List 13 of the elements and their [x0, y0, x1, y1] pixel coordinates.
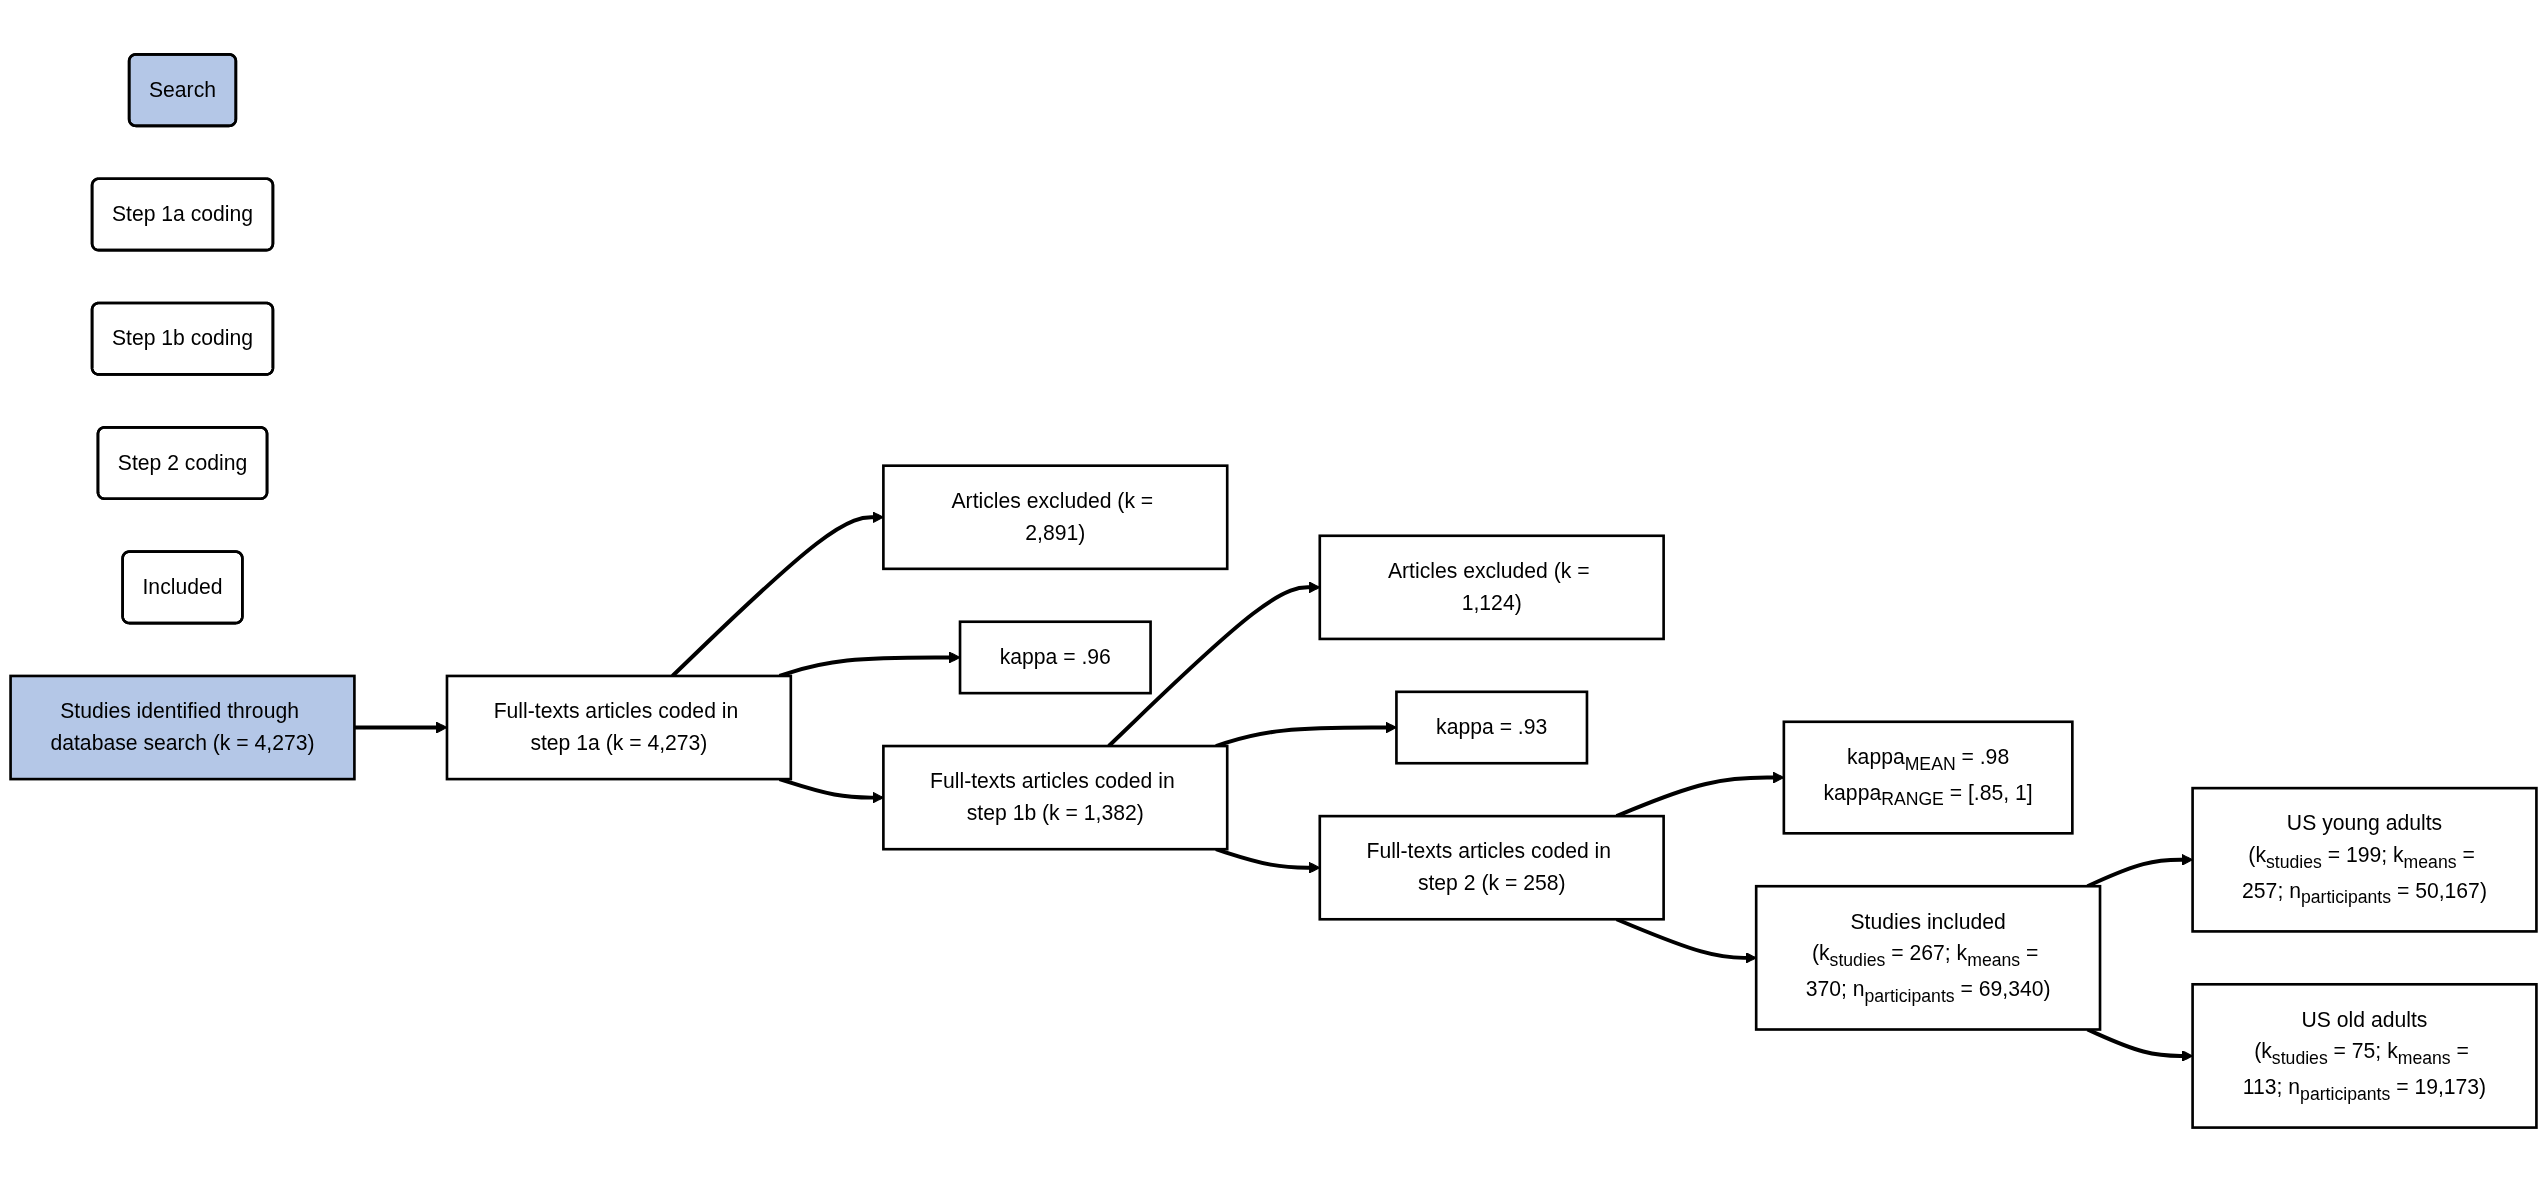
- arrow: [1215, 721, 1397, 748]
- node-box: Articles excluded (k = 1,124): [1318, 534, 1665, 641]
- node-box: US young adults (k$_{studies}$ = 199; k$_{means}$ = 257; n$_{participants}$ = 50,167): [2191, 786, 2538, 933]
- node-box: Full-texts articles coded in step 1b (k = 1,382): [882, 744, 1229, 851]
- node-box: Full-texts articles coded in step 2 (k = 258): [1318, 814, 1665, 921]
- node-box: kappa = .96: [958, 620, 1152, 695]
- node-box: kappa$_{MEAN}$ = .98 kappa$_{RANGE}$ = [.85, 1]: [1782, 720, 2074, 835]
- node-box: Studies identified through database search (k = 4,273): [9, 674, 356, 781]
- node-box: Studies included (k$_{studies}$ = 267; k$_{means}$ = 370; n$_{participants}$ = 69,340): [1754, 884, 2102, 1031]
- node-box: Full-texts articles coded in step 1a (k = 4,273): [445, 674, 793, 781]
- node-box: Articles excluded (k = 2,891): [882, 464, 1229, 571]
- node-box: US old adults (k$_{studies}$ = 75; k$_{means}$ = 113; n$_{participants}$ = 19,173): [2191, 983, 2538, 1129]
- node-box: kappa = .93: [1395, 690, 1589, 765]
